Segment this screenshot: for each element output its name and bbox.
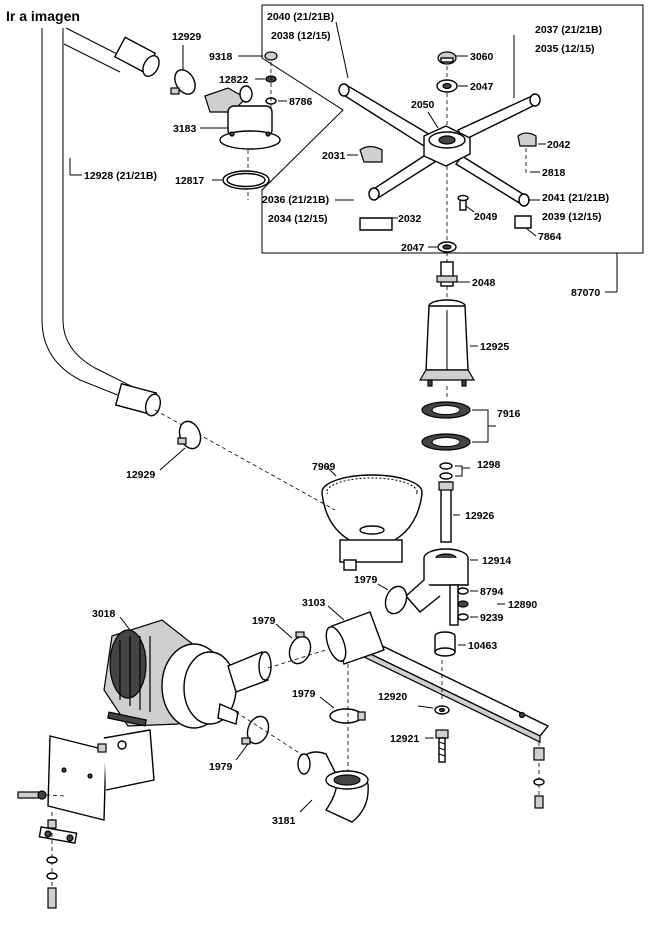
nut-9239[interactable] [457,613,469,621]
label-12920[interactable]: 12920 [378,691,407,703]
washer-8794[interactable] [457,587,469,595]
washer-1298[interactable] [439,462,453,480]
washer-12920[interactable] [434,705,450,715]
label-2040[interactable]: 2040 (21/21B) [267,11,334,23]
clamp-12929-bottom[interactable] [176,418,204,451]
label-2039[interactable]: 2039 (12/15) [542,211,602,223]
shaft-12926[interactable] [438,481,454,543]
label-2038[interactable]: 2038 (12/15) [271,30,331,42]
label-2818[interactable]: 2818 [542,167,566,179]
nut-2047-bottom[interactable] [437,241,457,253]
label-2047-top[interactable]: 2047 [470,81,494,93]
cap-3060[interactable] [437,51,457,65]
clamp-1979-upper[interactable] [382,583,410,616]
assembly-87070-frame [261,4,644,254]
label-12929-bottom[interactable]: 12929 [126,469,155,481]
valve-3183[interactable] [204,85,281,150]
label-10463[interactable]: 10463 [468,640,497,652]
bracket-2031[interactable] [359,145,383,163]
label-12890[interactable]: 12890 [508,599,537,611]
pipe-3103[interactable] [322,611,385,665]
o-ring-12817[interactable] [222,170,270,190]
label-3103[interactable]: 3103 [302,597,326,609]
clip-7864[interactable] [514,215,532,229]
label-1979-upper[interactable]: 1979 [354,574,378,586]
motor-bracket[interactable] [47,711,155,821]
label-2041[interactable]: 2041 (21/21B) [542,192,609,204]
clamp-1979-lower[interactable] [241,713,272,746]
label-3183[interactable]: 3183 [173,123,197,135]
screw-2049[interactable] [457,194,469,211]
label-1979-middle[interactable]: 1979 [292,688,316,700]
label-12928[interactable]: 12928 (21/21B) [84,170,157,182]
label-9318[interactable]: 9318 [209,51,233,63]
label-12926[interactable]: 12926 [465,510,494,522]
clip-2032[interactable] [359,217,393,231]
bushing-10463[interactable] [434,631,456,657]
label-2042[interactable]: 2042 [547,139,571,151]
label-2049[interactable]: 2049 [474,211,498,223]
label-7916[interactable]: 7916 [497,408,521,420]
label-2050[interactable]: 2050 [411,99,435,111]
foot-screw-right[interactable] [533,747,545,809]
gasket-7916-b[interactable] [421,433,471,451]
label-2048[interactable]: 2048 [472,277,496,289]
nut-2047-top[interactable] [436,79,458,93]
bracket-2042[interactable] [517,132,537,147]
label-3018[interactable]: 3018 [92,608,116,620]
spray-arms[interactable] [338,83,541,207]
clamp-12929-top[interactable] [170,66,200,98]
label-7864[interactable]: 7864 [538,231,562,243]
pump-motor-3018[interactable] [103,619,272,729]
label-1298[interactable]: 1298 [477,459,501,471]
label-12921[interactable]: 12921 [390,733,419,745]
label-2034[interactable]: 2034 (12/15) [268,213,328,225]
label-9239[interactable]: 9239 [480,612,504,624]
label-3060[interactable]: 3060 [470,51,494,63]
label-87070[interactable]: 87070 [571,287,600,299]
label-2037[interactable]: 2037 (21/21B) [535,24,602,36]
elbow-3181[interactable] [297,751,369,823]
label-1979-motor[interactable]: 1979 [252,615,276,627]
label-12817[interactable]: 12817 [175,175,204,187]
label-2031[interactable]: 2031 [322,150,346,162]
nut-9318[interactable] [264,51,278,61]
label-8786[interactable]: 8786 [289,96,313,108]
gasket-7916-a[interactable] [421,401,471,419]
sump-7909[interactable] [321,474,423,571]
go-to-image-link[interactable]: Ir a imagen [6,8,80,24]
label-2036[interactable]: 2036 (21/21B) [262,194,329,206]
label-2032[interactable]: 2032 [398,213,422,225]
housing-12925[interactable] [418,299,476,387]
label-3181[interactable]: 3181 [272,815,296,827]
label-12822[interactable]: 12822 [219,74,248,86]
label-7909[interactable]: 7909 [312,461,336,473]
pump-top-12914[interactable] [405,548,469,626]
label-1979-lower[interactable]: 1979 [209,761,233,773]
bracket-hardware[interactable] [17,790,78,910]
hose-12928 [41,27,162,417]
clamp-1979-middle[interactable] [329,708,366,724]
label-12914[interactable]: 12914 [482,555,511,567]
label-12929-top[interactable]: 12929 [172,31,201,43]
label-2047-bottom[interactable]: 2047 [401,242,425,254]
label-2035[interactable]: 2035 (12/15) [535,43,595,55]
seal-12890[interactable] [457,600,469,608]
label-12925[interactable]: 12925 [480,341,509,353]
bolt-12921[interactable] [435,729,449,763]
shaft-2048[interactable] [436,261,458,287]
label-8794[interactable]: 8794 [480,586,504,598]
